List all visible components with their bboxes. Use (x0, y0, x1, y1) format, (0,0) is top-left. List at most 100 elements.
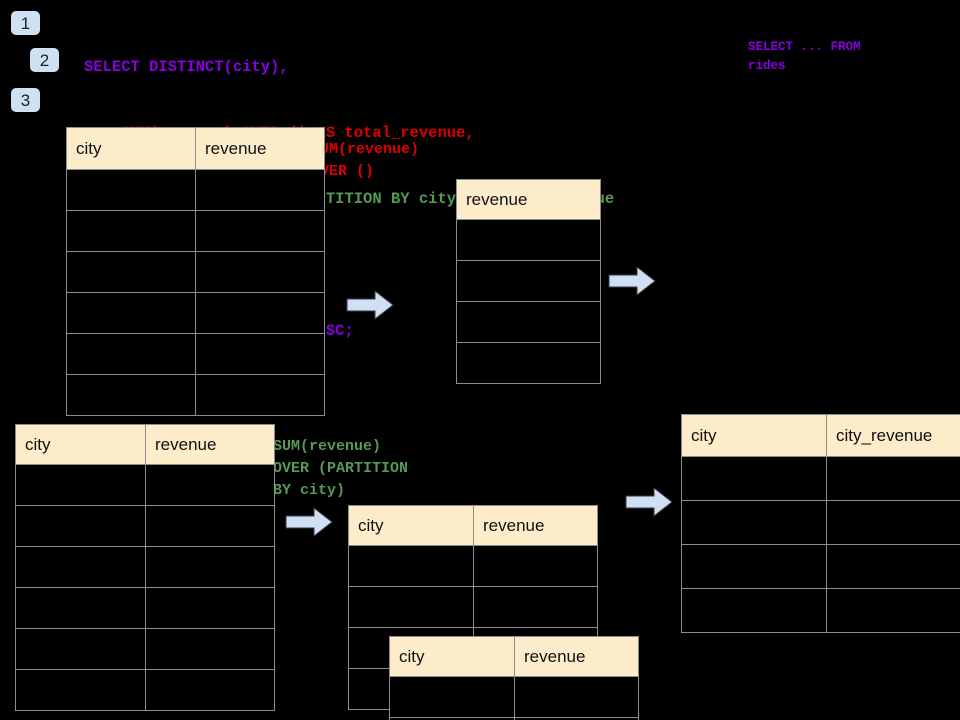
table-header-row: city revenue (66, 127, 325, 170)
table-row (681, 544, 960, 589)
cell-revenue (456, 260, 601, 302)
table-row (15, 505, 275, 547)
cell-city-revenue (826, 544, 960, 589)
table-row (456, 301, 601, 343)
arrow-source-to-total (346, 289, 394, 321)
cell-city (66, 251, 196, 293)
annotation-source-query: SELECT ... FROM rides (748, 40, 861, 73)
cell-city (15, 669, 146, 711)
cell-city-revenue (826, 456, 960, 501)
column-header-revenue: revenue (456, 179, 601, 220)
cell-revenue (145, 587, 275, 629)
cell-revenue (145, 505, 275, 547)
cell-city-revenue (826, 588, 960, 633)
arrow-groups-to-result (625, 486, 673, 518)
table-partition-source: city revenue (15, 424, 275, 711)
table-row (348, 545, 598, 587)
column-header-city: city (348, 505, 474, 546)
table-row (66, 292, 325, 334)
cell-city (348, 545, 474, 587)
column-header-revenue: revenue (473, 505, 598, 546)
cell-revenue (145, 669, 275, 711)
column-header-revenue: revenue (514, 636, 639, 677)
table-row (681, 456, 960, 501)
arrow-partition-source-to-groups (285, 506, 333, 538)
column-header-city: city (15, 424, 146, 465)
cell-city (348, 586, 474, 628)
table-row (15, 546, 275, 588)
table-header-row: city revenue (389, 636, 639, 677)
cell-city (389, 676, 515, 718)
column-header-city: city (681, 414, 827, 457)
cell-city (66, 333, 196, 375)
column-header-city: city (389, 636, 515, 677)
cell-city (681, 500, 827, 545)
cell-revenue (195, 292, 325, 334)
table-row (66, 169, 325, 211)
cell-city (15, 505, 146, 547)
column-header-city: city (66, 127, 196, 170)
table-row (681, 500, 960, 545)
cell-revenue (514, 717, 639, 720)
step-badge-3-label: 3 (20, 90, 31, 110)
table-header-row: city revenue (348, 505, 598, 546)
cell-city (15, 546, 146, 588)
cell-revenue (145, 628, 275, 670)
table-header-row: city revenue (15, 424, 275, 465)
step-badge-2-label: 2 (39, 50, 50, 70)
table-row (348, 586, 598, 628)
cell-revenue (456, 219, 601, 261)
table-row (456, 342, 601, 384)
cell-revenue (195, 169, 325, 211)
annotation-over-partition: SUM(revenue) OVER (PARTITION BY city) (273, 438, 409, 499)
table-total-revenue: revenue (456, 179, 601, 384)
cell-city (15, 628, 146, 670)
table-row (389, 717, 639, 720)
table-partition-group-front: city revenue (389, 636, 639, 720)
cell-revenue (514, 676, 639, 718)
table-partition-group-back: city revenue (348, 505, 598, 710)
cell-revenue (473, 545, 598, 587)
step-badge-3: 3 (11, 88, 40, 112)
table-row (66, 333, 325, 375)
cell-revenue (195, 374, 325, 416)
sql-line-select: SELECT DISTINCT(city), (84, 58, 289, 76)
cell-city (15, 464, 146, 506)
arrow-total-to-result (608, 265, 656, 297)
cell-revenue (195, 333, 325, 375)
step-badge-1-label: 1 (20, 13, 31, 33)
table-source-rides: city revenue (66, 127, 325, 416)
table-header-row: city city_revenue (681, 414, 960, 457)
table-row (389, 676, 639, 718)
cell-revenue (145, 464, 275, 506)
column-header-city-revenue: city_revenue (826, 414, 960, 457)
table-row (456, 219, 601, 261)
table-row (15, 464, 275, 506)
cell-city (66, 292, 196, 334)
step-badge-1: 1 (11, 11, 40, 35)
cell-revenue (456, 342, 601, 384)
cell-revenue (195, 251, 325, 293)
table-row (66, 251, 325, 293)
cell-revenue (195, 210, 325, 252)
cell-city (681, 544, 827, 589)
annotation-over-empty: SUM(revenue) OVER () (311, 141, 420, 180)
cell-city (66, 169, 196, 211)
table-row (456, 260, 601, 302)
step-badge-2: 2 (30, 48, 59, 72)
table-row (15, 587, 275, 629)
table-row (681, 588, 960, 633)
cell-city (681, 588, 827, 633)
table-row (66, 374, 325, 416)
cell-city (681, 456, 827, 501)
cell-city (66, 210, 196, 252)
table-header-row: revenue (456, 179, 601, 220)
cell-revenue (456, 301, 601, 343)
table-row (66, 210, 325, 252)
cell-city (66, 374, 196, 416)
cell-city (15, 587, 146, 629)
cell-revenue (145, 546, 275, 588)
column-header-revenue: revenue (145, 424, 275, 465)
cell-revenue (473, 586, 598, 628)
